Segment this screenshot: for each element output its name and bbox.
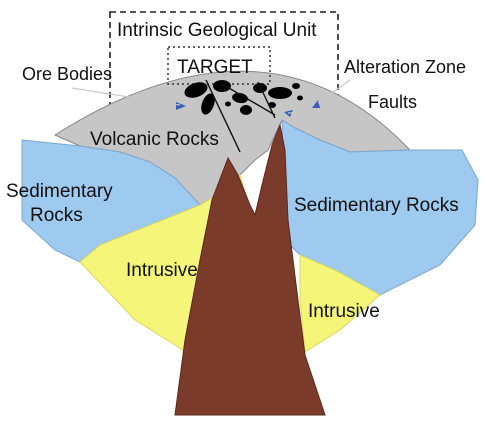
intrinsic-unit-label: Intrinsic Geological Unit [117,20,317,41]
ore-body [225,102,231,107]
faults-label: Faults [368,92,417,112]
alteration-zone-label: Alteration Zone [344,57,466,77]
ore-body [213,80,231,92]
sedimentary-right-label: Sedimentary Rocks [294,195,459,216]
ore-body [253,83,267,93]
sedimentary-left-label-line1: Sedimentary [6,181,113,202]
ore-bodies-label: Ore Bodies [22,64,112,84]
ore-body [292,83,300,89]
intrusive-left-label: Intrusive [126,260,198,281]
volcanic-rocks-label: Volcanic Rocks [90,129,219,150]
sedimentary-left-label-line2: Rocks [30,205,83,226]
intrusive-right-label: Intrusive [308,301,380,322]
ore-body [268,87,292,99]
ore-body [240,105,252,115]
ore-body [297,96,303,101]
target-label: TARGET [177,57,253,78]
